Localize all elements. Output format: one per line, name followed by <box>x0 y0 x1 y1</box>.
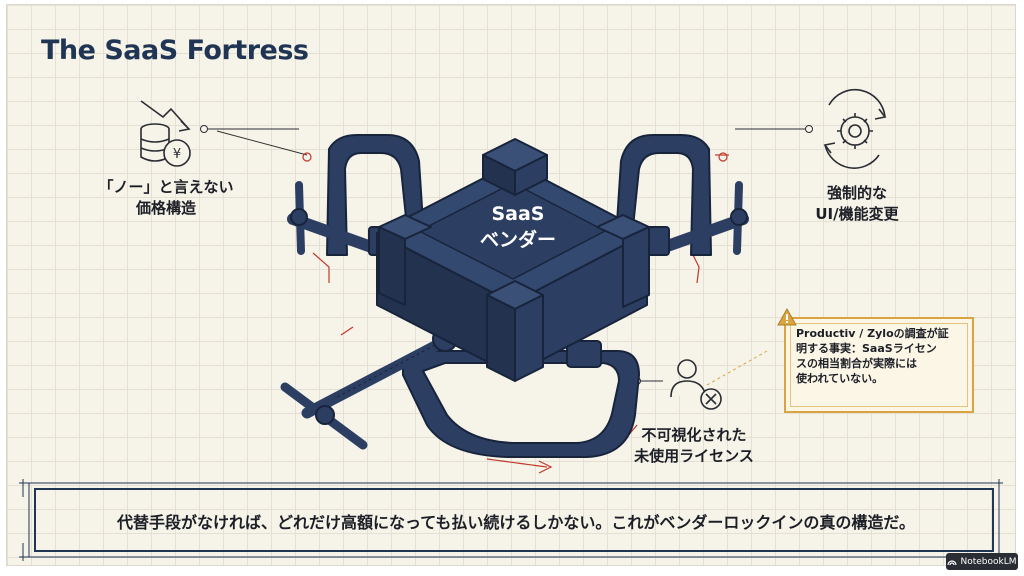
left-label-line2: 価格構造 <box>135 199 196 217</box>
bottom-right-label-line1: 不可視化された <box>641 426 747 444</box>
warning-text: Productiv / Zyloの調査が証 明する事実：SaaSライセン スの相… <box>796 326 964 386</box>
svg-text:¥: ¥ <box>173 147 181 162</box>
right-clamp <box>616 134 749 256</box>
warning-triangle-icon <box>777 308 797 326</box>
footer-frame <box>19 479 1003 561</box>
left-label: 「ノー」と言えない 価格構造 <box>91 177 241 219</box>
page-title: The SaaS Fortress <box>41 35 309 66</box>
footer-bar: 代替手段がなければ、どれだけ高額になっても払い続けるしかない。これがベンダーロッ… <box>29 491 1003 551</box>
warning-line1: Productiv / Zyloの調査が証 <box>796 327 949 340</box>
left-label-line1: 「ノー」と言えない <box>98 178 234 196</box>
fortress-block <box>376 138 650 382</box>
footer-text: 代替手段がなければ、どれだけ高額になっても払い続けるしかない。これがベンダーロッ… <box>117 513 915 532</box>
warning-line3: スの相当割合が実際には <box>796 357 917 370</box>
saas-vendor-line1: SaaS <box>491 203 545 225</box>
diagram-canvas: The SaaS Fortress <box>6 4 1016 566</box>
warning-line4: 使われていない。 <box>796 372 884 385</box>
right-label-line2: UI/機能変更 <box>815 205 899 223</box>
fortress-illustration: ¥ <box>19 88 1003 561</box>
right-label: 強制的な UI/機能変更 <box>797 183 917 225</box>
saas-vendor-label: SaaS ベンダー <box>453 201 583 253</box>
bottom-right-label-line2: 未使用ライセンス <box>634 447 754 465</box>
watermark-text: NotebookLM <box>960 556 1017 567</box>
bottom-clamp <box>402 340 640 458</box>
notebooklm-watermark: NotebookLM <box>946 553 1018 570</box>
red-guide-lines <box>216 130 729 474</box>
warning-callout: Productiv / Zyloの調査が証 明する事実：SaaSライセン スの相… <box>777 308 974 413</box>
saas-vendor-line2: ベンダー <box>479 229 556 251</box>
gear-cycle-icon <box>823 88 887 169</box>
warning-line2: 明する事実：SaaSライセン <box>796 342 937 355</box>
right-label-line1: 強制的な <box>826 184 887 202</box>
bottom-right-label: 不可視化された 未使用ライセンス <box>619 425 769 467</box>
coin-stack-yen-icon: ¥ <box>140 100 191 167</box>
user-blocked-icon <box>670 359 722 410</box>
notebooklm-logo-icon <box>947 559 958 565</box>
